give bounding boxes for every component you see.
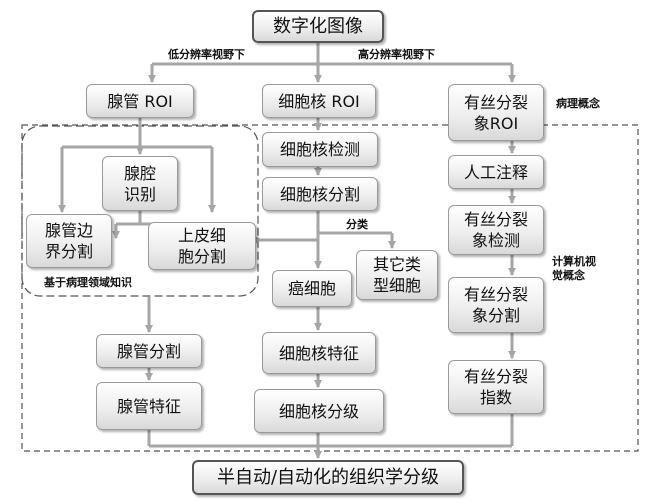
epithelial-segmentation-label: 上皮细 胞分割 (177, 226, 226, 266)
histological-grading-box: 半自动/自动化的组织学分级 (192, 460, 464, 495)
gland-segmentation-box: 腺管分割 (96, 334, 202, 368)
mitotic-index-box: 有丝分裂 指数 (448, 360, 544, 414)
lumen-recognition-label: 腺腔 识别 (123, 163, 156, 204)
nucleus-feature-box: 细胞核特征 (262, 332, 376, 374)
mitotic-index-label: 有丝分裂 指数 (463, 367, 528, 407)
mitosis-detection-box: 有丝分裂 象检测 (448, 205, 544, 255)
digital-image-box: 数字化图像 (252, 10, 384, 43)
other-cell-box: 其它类 型细胞 (356, 250, 438, 300)
gland-roi-box: 腺管 ROI (86, 84, 194, 118)
histological-grading-label: 半自动/自动化的组织学分级 (216, 467, 440, 488)
cancer-cell-box: 癌细胞 (272, 270, 352, 307)
other-cell-label: 其它类 型细胞 (372, 255, 421, 295)
gland-feature-label: 腺管特征 (116, 396, 181, 416)
mitosis-roi-label: 有丝分裂 象ROI (463, 92, 528, 133)
nucleus-grading-label: 细胞核分级 (278, 401, 359, 421)
cv-concept-frame (21, 124, 639, 452)
manual-annotation-box: 人工注释 (448, 155, 544, 189)
digital-image-label: 数字化图像 (273, 16, 363, 37)
pathology-concept-label: 病理概念 (556, 97, 600, 110)
cv-concept-label: 计算机视 觉概念 (552, 255, 596, 282)
mitosis-roi-box: 有丝分裂 象ROI (448, 84, 544, 141)
high-resolution-label: 高分辨率视野下 (358, 48, 435, 61)
gland-segmentation-label: 腺管分割 (116, 341, 181, 361)
nucleus-roi-label: 细胞核 ROI (278, 91, 360, 111)
gland-roi-label: 腺管 ROI (107, 91, 173, 111)
cancer-cell-label: 癌细胞 (287, 279, 336, 298)
mitosis-segmentation-box: 有丝分裂 象分割 (448, 277, 544, 333)
nucleus-grading-box: 细胞核分级 (254, 389, 384, 433)
mitosis-segmentation-label: 有丝分裂 象分割 (463, 285, 528, 325)
gland-feature-box: 腺管特征 (96, 382, 202, 430)
nucleus-feature-label: 细胞核特征 (278, 343, 359, 363)
gland-boundary-label: 腺管边 界分割 (44, 221, 93, 261)
manual-annotation-label: 人工注释 (463, 162, 528, 182)
nucleus-roi-box: 细胞核 ROI (262, 84, 376, 118)
low-resolution-label: 低分辨率视野下 (168, 48, 245, 61)
nucleus-segmentation-box: 细胞核分割 (262, 177, 378, 211)
nucleus-detection-label: 细胞核检测 (279, 140, 360, 159)
gland-boundary-box: 腺管边 界分割 (26, 214, 112, 268)
nucleus-segmentation-label: 细胞核分割 (279, 184, 360, 204)
classification-label: 分类 (346, 218, 368, 231)
mitosis-detection-label: 有丝分裂 象检测 (463, 210, 528, 250)
lumen-recognition-box: 腺腔 识别 (102, 156, 178, 211)
nucleus-detection-box: 细胞核检测 (262, 132, 378, 167)
domain-knowledge-label: 基于病理领域知识 (44, 276, 132, 289)
epithelial-segmentation-box: 上皮细 胞分割 (148, 222, 256, 270)
